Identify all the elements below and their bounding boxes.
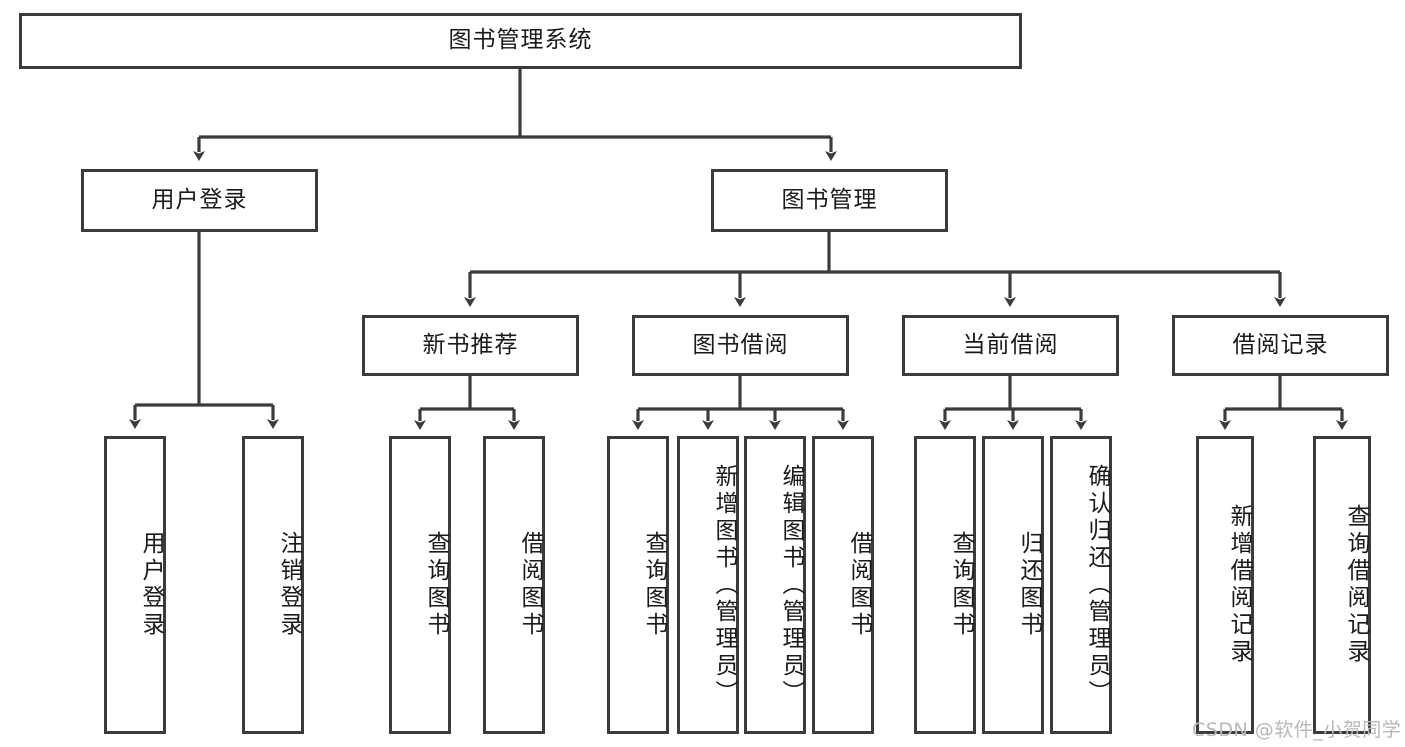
- node-leaf-add-book[interactable]: 新增图书（管理员）: [677, 436, 739, 734]
- node-label: 图书管理: [781, 186, 878, 213]
- node-leaf-query-record[interactable]: 查询借阅记录: [1313, 436, 1371, 734]
- node-leaf-borrow-book[interactable]: 借阅图书: [812, 436, 874, 734]
- node-label: 借阅图书: [846, 531, 872, 639]
- node-leaf-query-book-current[interactable]: 查询图书: [914, 436, 976, 734]
- node-leaf-add-record[interactable]: 新增借阅记录: [1196, 436, 1254, 734]
- node-book-manage[interactable]: 图书管理: [711, 169, 948, 232]
- node-label: 编辑图书（管理员）: [778, 463, 804, 707]
- node-label: 归还图书: [1016, 531, 1042, 639]
- node-new-book-rec[interactable]: 新书推荐: [362, 315, 579, 376]
- node-leaf-logout[interactable]: 注销登录: [242, 436, 304, 734]
- node-label: 图书管理系统: [448, 27, 593, 54]
- node-current-borrow[interactable]: 当前借阅: [902, 315, 1119, 376]
- node-label: 当前借阅: [962, 331, 1059, 358]
- node-label: 新书推荐: [422, 331, 519, 358]
- node-label: 查询图书: [641, 531, 667, 639]
- node-leaf-query-book-rec[interactable]: 查询图书: [389, 436, 451, 734]
- node-label: 借阅图书: [517, 531, 543, 639]
- node-book-borrow[interactable]: 图书借阅: [632, 315, 849, 376]
- node-label: 图书借阅: [692, 331, 789, 358]
- node-leaf-return-book[interactable]: 归还图书: [982, 436, 1044, 734]
- node-leaf-query-book-borrow[interactable]: 查询图书: [607, 436, 669, 734]
- node-leaf-borrow-book-rec[interactable]: 借阅图书: [483, 436, 545, 734]
- node-label: 查询图书: [948, 531, 974, 639]
- node-label: 新增借阅记录: [1226, 504, 1252, 666]
- node-borrow-record[interactable]: 借阅记录: [1172, 315, 1389, 376]
- node-label: 用户登录: [138, 531, 164, 639]
- node-label: 新增图书（管理员）: [711, 463, 737, 707]
- node-label: 借阅记录: [1232, 331, 1329, 358]
- node-label: 注销登录: [276, 531, 302, 639]
- node-label: 确认归还（管理员）: [1084, 463, 1110, 707]
- node-root[interactable]: 图书管理系统: [19, 13, 1022, 69]
- node-label: 用户登录: [151, 186, 248, 213]
- node-leaf-confirm-return[interactable]: 确认归还（管理员）: [1050, 436, 1112, 734]
- node-label: 查询借阅记录: [1343, 504, 1369, 666]
- node-label: 查询图书: [423, 531, 449, 639]
- node-leaf-edit-book[interactable]: 编辑图书（管理员）: [744, 436, 806, 734]
- node-user-login[interactable]: 用户登录: [81, 169, 318, 232]
- csdn-watermark: CSDN @软件_小贺同学: [1192, 719, 1402, 741]
- node-leaf-user-login[interactable]: 用户登录: [104, 436, 166, 734]
